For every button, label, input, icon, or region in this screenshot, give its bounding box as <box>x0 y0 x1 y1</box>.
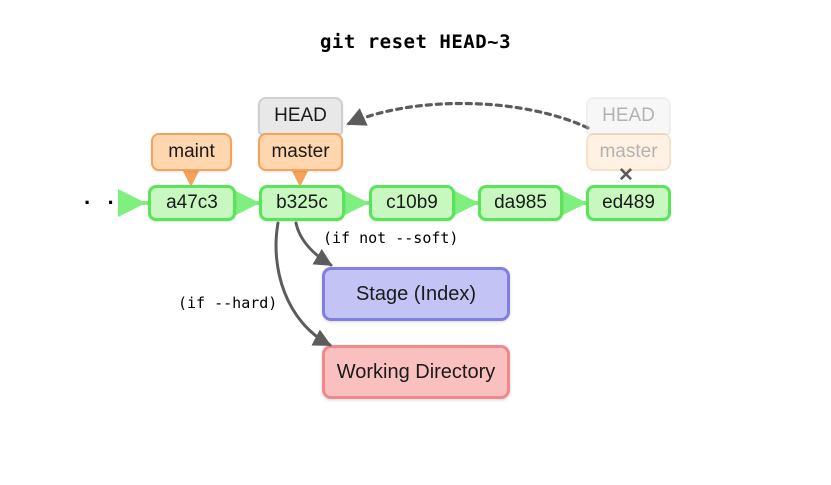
branch-label-text: master <box>271 141 330 162</box>
arrow-commit-to-working-directory <box>274 221 332 347</box>
diagram-title: git reset HEAD~3 <box>319 31 512 53</box>
commit-node-b325c[interactable]: b325c <box>259 185 345 221</box>
ghost-head-label-text: HEAD <box>602 105 655 126</box>
head-label-text: HEAD <box>274 105 327 126</box>
branch-pointer-arrows <box>182 169 309 187</box>
commit-label: b325c <box>276 192 328 213</box>
ghost-head-label: HEAD <box>586 97 671 135</box>
head-label[interactable]: HEAD <box>258 97 343 135</box>
commit-label: da985 <box>494 192 547 213</box>
working-directory-box[interactable]: Working Directory <box>322 345 510 399</box>
commit-node-ed489[interactable]: ed489 <box>586 185 671 221</box>
commit-label: a47c3 <box>166 192 218 213</box>
commit-label: c10b9 <box>386 192 438 213</box>
stage-index-label: Stage (Index) <box>355 282 477 305</box>
branch-label-maint[interactable]: maint <box>151 133 232 171</box>
cross-out-icon: ✕ <box>618 165 634 186</box>
commit-label: ed489 <box>602 192 655 213</box>
arrow-head-moves-back <box>346 101 590 130</box>
annotation-if-not-soft: (if not --soft) <box>323 229 459 247</box>
stage-index-box[interactable]: Stage (Index) <box>322 267 510 321</box>
commit-node-da985[interactable]: da985 <box>478 185 563 221</box>
ghost-branch-label-text: master <box>599 141 658 162</box>
annotation-if-hard: (if --hard) <box>178 294 278 312</box>
working-directory-label: Working Directory <box>336 360 496 383</box>
branch-label-text: maint <box>168 141 215 162</box>
arrow-commit-to-stage <box>294 221 333 267</box>
ghost-branch-label-master: master <box>586 133 671 171</box>
